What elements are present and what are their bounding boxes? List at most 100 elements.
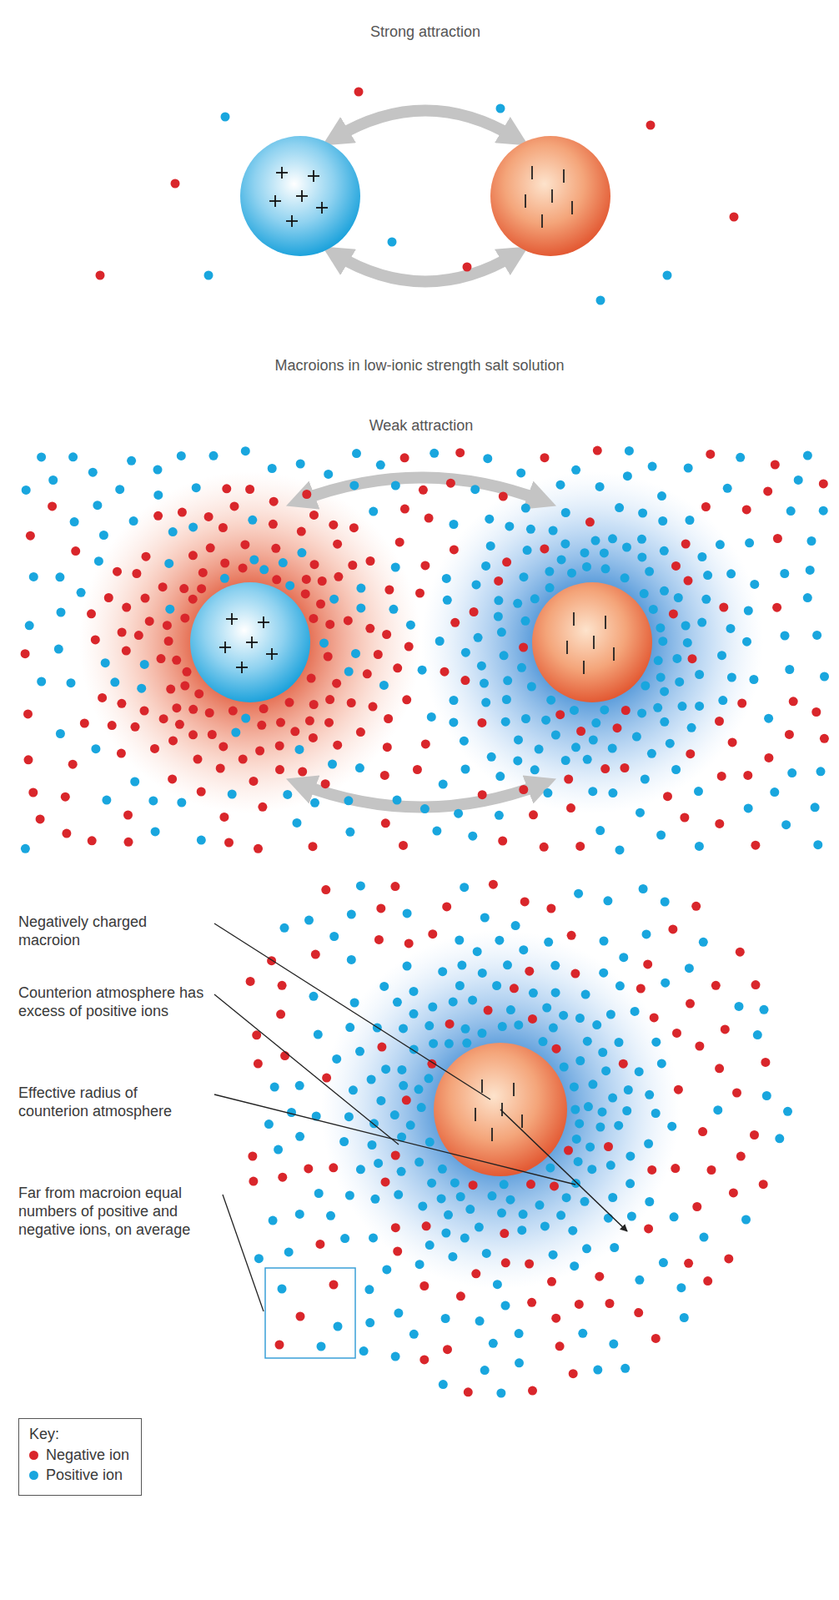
ion: [220, 573, 230, 583]
ion: [663, 271, 673, 281]
ion: [345, 1022, 355, 1032]
ion: [296, 459, 306, 469]
ion: [698, 1126, 708, 1136]
ion: [470, 484, 480, 494]
ion: [694, 669, 704, 679]
ion: [205, 708, 215, 718]
ion: [238, 754, 248, 764]
ion: [585, 517, 595, 527]
ion: [653, 655, 664, 665]
ion: [513, 1019, 523, 1030]
ion: [25, 531, 36, 541]
ion: [179, 583, 189, 593]
ion: [493, 612, 503, 622]
ion: [381, 629, 392, 639]
ion: [311, 949, 321, 960]
ion: [191, 482, 201, 493]
ion: [248, 1176, 258, 1186]
ion: [575, 1013, 585, 1023]
ion: [246, 976, 256, 986]
ion: [481, 561, 491, 571]
ion: [511, 920, 521, 930]
ion: [483, 1005, 493, 1015]
ion: [658, 636, 668, 646]
ion: [517, 663, 527, 673]
ion: [583, 1101, 593, 1111]
ion: [130, 722, 141, 732]
ion: [561, 507, 571, 518]
ion: [481, 698, 491, 708]
ion: [546, 904, 556, 914]
ion: [424, 1020, 434, 1030]
ion: [296, 547, 307, 558]
ion: [247, 1151, 257, 1161]
ion: [153, 511, 163, 521]
ion: [605, 1298, 615, 1308]
ion: [633, 1307, 644, 1317]
ion: [145, 616, 155, 626]
ion: [196, 583, 206, 593]
ion: [253, 1059, 263, 1069]
ion: [230, 501, 240, 511]
ion: [659, 717, 669, 727]
ion: [576, 726, 586, 736]
ion: [651, 1333, 661, 1343]
ion: [425, 1240, 435, 1250]
ion: [424, 1073, 434, 1083]
ion: [574, 1118, 584, 1128]
ion: [518, 944, 528, 955]
ion: [527, 1014, 538, 1024]
ion: [333, 1321, 343, 1332]
ion: [655, 622, 665, 633]
ion: [480, 913, 490, 923]
ion: [159, 713, 169, 724]
ion: [527, 682, 537, 692]
ion: [273, 1145, 283, 1155]
ion: [594, 1271, 604, 1282]
ion: [551, 987, 561, 997]
ion: [321, 884, 331, 895]
callout-label: Negatively charged macroion: [18, 913, 211, 950]
ion: [509, 983, 519, 993]
ion: [460, 675, 470, 685]
ion: [295, 1209, 305, 1219]
ion: [495, 771, 505, 781]
ion: [376, 1042, 387, 1052]
ion: [465, 1204, 475, 1214]
ion: [70, 517, 80, 527]
ion: [502, 959, 513, 970]
ion: [643, 1139, 654, 1149]
ion: [711, 980, 721, 990]
ion: [461, 648, 471, 658]
ion: [763, 486, 773, 496]
ion: [717, 771, 727, 781]
ion: [333, 572, 343, 582]
ion: [23, 708, 33, 719]
ion: [55, 728, 66, 739]
ion: [456, 1291, 466, 1301]
ion: [522, 545, 533, 555]
ion: [620, 572, 630, 583]
ion: [245, 484, 255, 494]
ion: [588, 735, 598, 745]
ion: [188, 522, 198, 532]
ion: [753, 1029, 763, 1040]
ion: [657, 1058, 667, 1068]
ion: [290, 726, 300, 736]
ion: [599, 936, 609, 946]
ion: [148, 795, 158, 805]
ion: [811, 707, 821, 717]
ion: [224, 838, 234, 848]
ion: [346, 698, 357, 708]
ion: [54, 644, 64, 654]
ion: [688, 653, 698, 664]
ion: [482, 1248, 492, 1258]
ion: [449, 544, 459, 554]
ion: [656, 672, 666, 682]
ion: [24, 754, 34, 764]
ion: [518, 643, 528, 653]
ion: [667, 1121, 677, 1131]
ion: [150, 743, 160, 754]
ion: [167, 773, 177, 784]
ion: [497, 627, 507, 637]
